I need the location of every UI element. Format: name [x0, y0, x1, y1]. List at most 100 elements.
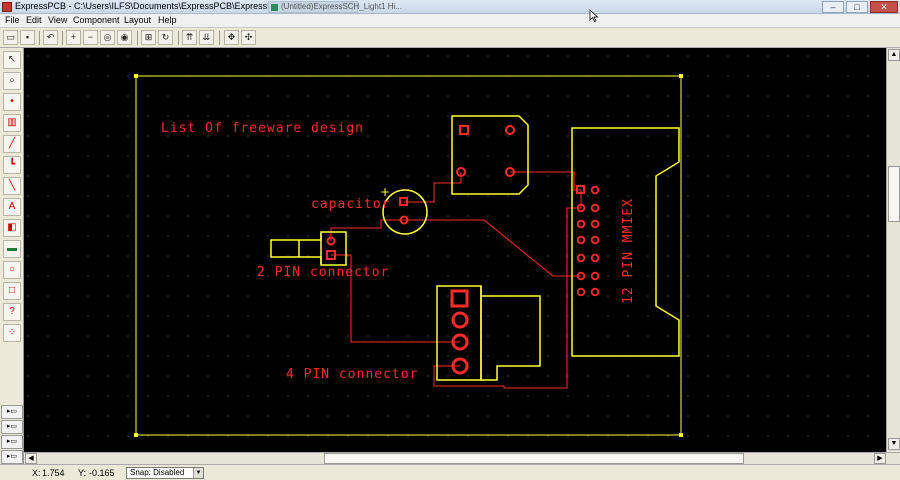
zoom-out-button[interactable]: −: [83, 30, 98, 45]
menu-view[interactable]: View: [48, 15, 68, 25]
y-coordinate-label: Y:: [78, 468, 87, 478]
scroll-right-arrow-icon[interactable]: ▶: [874, 453, 886, 464]
board-outline[interactable]: [134, 74, 683, 437]
maximize-button[interactable]: □: [846, 1, 868, 13]
text-icon: A: [8, 201, 16, 212]
move-button[interactable]: ✥: [224, 30, 239, 45]
chevron-down-icon[interactable]: ▼: [193, 468, 203, 478]
zoom-window-button[interactable]: ◎: [100, 30, 115, 45]
pcb-canvas[interactable]: +: [24, 48, 886, 452]
status-bar: X: 1.754 Y: -0.165 Snap: Disabled ▼: [0, 464, 900, 480]
menu-file[interactable]: File: [5, 15, 20, 25]
expresspcb-app-icon: [2, 2, 12, 12]
layer-silk-icon: ▸▭: [6, 408, 18, 415]
layer-both-button[interactable]: ▸▭: [1, 450, 23, 464]
two-pin-connector-component[interactable]: [270, 231, 347, 266]
menu-layout[interactable]: Layout: [124, 15, 152, 25]
horizontal-scrollbar[interactable]: ◀ ▶: [24, 452, 900, 464]
toolbar-separator: [137, 31, 138, 45]
pcb-layout-svg[interactable]: +: [24, 48, 886, 452]
layer-bottom-button[interactable]: ⇊: [199, 30, 214, 45]
move-icon: ✥: [227, 32, 236, 42]
x-coordinate-value: 1.754: [42, 468, 65, 478]
folder-icon: ▭: [6, 32, 15, 42]
pan-button[interactable]: ✣: [241, 30, 256, 45]
pointer-icon: ↖: [7, 54, 17, 65]
undo-button[interactable]: ↶: [43, 30, 58, 45]
layer-bottom-copper-icon: ▸▭: [6, 438, 18, 445]
layer-bottom-copper-button[interactable]: ▸▭: [1, 435, 23, 449]
chip-icon: ▥: [7, 117, 17, 128]
toolbar-separator: [62, 31, 63, 45]
snap-dropdown[interactable]: Snap: Disabled ▼: [126, 467, 204, 479]
layer-both-icon: ▸▭: [6, 453, 18, 460]
layer-silk-button[interactable]: ▸▭: [1, 405, 23, 419]
polarity-plus-icon: +: [380, 185, 390, 199]
scroll-down-arrow-icon[interactable]: ▼: [888, 438, 900, 450]
twelve-pin-header-component[interactable]: [571, 127, 680, 357]
open-button[interactable]: ▭: [3, 30, 18, 45]
twelve-pin-header-label[interactable]: 12 PIN MMIEX: [621, 198, 636, 304]
board-tool[interactable]: ▬: [3, 240, 21, 258]
rotate-button[interactable]: ↻: [158, 30, 173, 45]
net-icon: ⁘: [7, 327, 17, 338]
background-window-tab[interactable]: (Untitled)ExpressSCH_Light1 Hi...: [268, 1, 402, 13]
four-pin-connector-label[interactable]: 4 PIN connector: [286, 367, 418, 382]
fill-tool[interactable]: ◧: [3, 219, 21, 237]
pad-tool[interactable]: •: [3, 93, 21, 111]
vertical-scroll-thumb[interactable]: [888, 166, 900, 222]
menu-bar: File Edit View Component Layout Help: [0, 14, 900, 28]
pad-icon: •: [10, 96, 14, 107]
menu-help[interactable]: Help: [158, 15, 177, 25]
layer-top-copper-button[interactable]: ▸▭: [1, 420, 23, 434]
menu-component[interactable]: Component: [73, 15, 120, 25]
zoom-fit-button[interactable]: ◉: [117, 30, 132, 45]
four-pin-connector-component[interactable]: [436, 285, 541, 381]
select-tool[interactable]: ↖: [3, 51, 21, 69]
component-tool[interactable]: ▥: [3, 114, 21, 132]
layer-bottom-icon: ⇊: [202, 32, 211, 42]
diagonal-tool[interactable]: ╲: [3, 177, 21, 195]
design-title-label[interactable]: List Of freeware design: [161, 121, 364, 136]
text-tool[interactable]: A: [3, 198, 21, 216]
diagonal-icon: ╲: [8, 180, 16, 191]
pan-icon: ✣: [244, 32, 253, 42]
trace-2pin-to-4pin[interactable]: [331, 254, 460, 343]
layer-top-copper-icon: ▸▭: [6, 423, 18, 430]
minimize-button[interactable]: –: [822, 1, 844, 13]
component-button[interactable]: ⊞: [141, 30, 156, 45]
capacitor-label[interactable]: capacitor: [311, 197, 390, 212]
circle-tool[interactable]: ○: [3, 261, 21, 279]
layer-top-button[interactable]: ⇈: [182, 30, 197, 45]
query-icon: ?: [9, 306, 15, 317]
fill-icon: ◧: [7, 222, 17, 233]
circle-icon: ○: [8, 264, 16, 275]
trace-bend-tool[interactable]: ┗: [3, 156, 21, 174]
zoom-window-icon: ◎: [103, 32, 112, 42]
rectangle-tool[interactable]: □: [3, 282, 21, 300]
rotate-icon: ↻: [161, 32, 170, 42]
main-toolbar: ▭ ▪ ↶ + − ◎ ◉ ⊞ ↻ ⇈ ⇊ ✥ ✣: [0, 28, 900, 48]
trace-tool[interactable]: ╱: [3, 135, 21, 153]
close-button[interactable]: ✕: [870, 1, 898, 13]
zoom-tool[interactable]: ⌕: [3, 72, 21, 90]
toolbar-separator: [39, 31, 40, 45]
horizontal-scroll-thumb[interactable]: [324, 453, 744, 464]
save-button[interactable]: ▪: [20, 30, 35, 45]
menu-edit[interactable]: Edit: [26, 15, 42, 25]
tool-palette: ↖ ⌕ • ▥ ╱ ┗ ╲ A ◧ ▬ ○ □ ? ⁘ ▸▭ ▸▭ ▸▭ ▸▭: [0, 48, 24, 464]
two-pin-connector-label[interactable]: 2 PIN connector: [257, 265, 389, 280]
toolbar-separator: [178, 31, 179, 45]
vertical-scrollbar[interactable]: ▲ ▼: [886, 48, 900, 452]
scroll-up-arrow-icon[interactable]: ▲: [888, 49, 900, 61]
capacitor-component[interactable]: +: [380, 185, 428, 235]
zoom-in-button[interactable]: +: [66, 30, 81, 45]
trace-bend-icon: ┗: [8, 159, 16, 170]
scroll-left-arrow-icon[interactable]: ◀: [25, 453, 37, 464]
trace-4pin-to-header[interactable]: [433, 207, 581, 389]
regulator-component[interactable]: [451, 115, 529, 195]
layer-top-icon: ⇈: [185, 32, 194, 42]
query-tool[interactable]: ?: [3, 303, 21, 321]
net-tool[interactable]: ⁘: [3, 324, 21, 342]
